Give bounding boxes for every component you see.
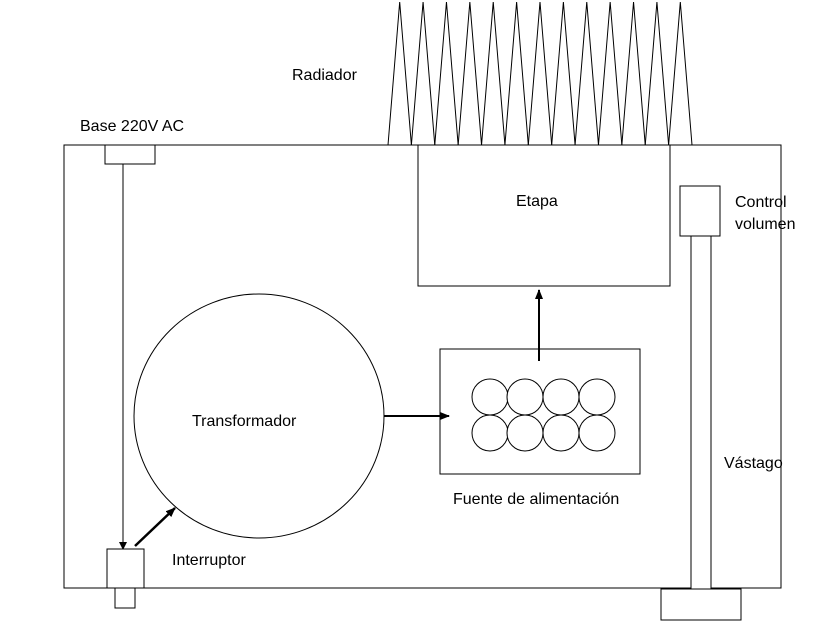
capacitor xyxy=(542,378,580,416)
volume-shaft xyxy=(690,235,712,590)
power-supply-label: Fuente de alimentación xyxy=(453,491,619,508)
volume-knob xyxy=(660,588,742,621)
volume-control-label-line1: Control xyxy=(735,194,787,211)
radiator-label: Radiador xyxy=(292,67,358,84)
switch-to-transformer-arrow xyxy=(134,507,176,547)
radiator-fin xyxy=(668,1,693,146)
ac-socket xyxy=(104,144,156,165)
capacitors xyxy=(471,378,616,452)
ac-socket-label: Base 220V AC xyxy=(80,118,184,135)
capacitor xyxy=(542,414,580,452)
radiator-fin xyxy=(527,1,553,146)
radiator-fins xyxy=(387,1,693,146)
capacitor xyxy=(471,378,509,416)
radiator-fin xyxy=(644,1,670,146)
capacitor xyxy=(506,378,544,416)
radiator-fin xyxy=(457,1,483,146)
switch xyxy=(106,548,145,589)
radiator-fin xyxy=(621,1,646,146)
capacitor xyxy=(506,414,544,452)
switch-button xyxy=(114,587,136,609)
radiator-fin xyxy=(481,1,506,146)
power-supply-box xyxy=(439,348,641,475)
radiator-fin xyxy=(551,1,576,146)
capacitor xyxy=(471,414,509,452)
switch-label: Interruptor xyxy=(172,552,246,569)
radiator-fin xyxy=(434,1,459,146)
stage-label: Etapa xyxy=(516,193,558,210)
volume-control xyxy=(679,185,721,237)
radiator-fin xyxy=(387,1,412,146)
transformer-label: Transformador xyxy=(192,413,297,430)
capacitor xyxy=(578,378,616,416)
radiator-fin xyxy=(597,1,623,146)
radiator-fin xyxy=(504,1,529,146)
shaft-label: Vástago xyxy=(724,455,783,472)
stage-box xyxy=(417,144,671,287)
radiator-fin xyxy=(574,1,599,146)
capacitor xyxy=(578,414,616,452)
volume-control-label-line2: volumen xyxy=(735,216,795,233)
radiator-fin xyxy=(410,1,436,146)
